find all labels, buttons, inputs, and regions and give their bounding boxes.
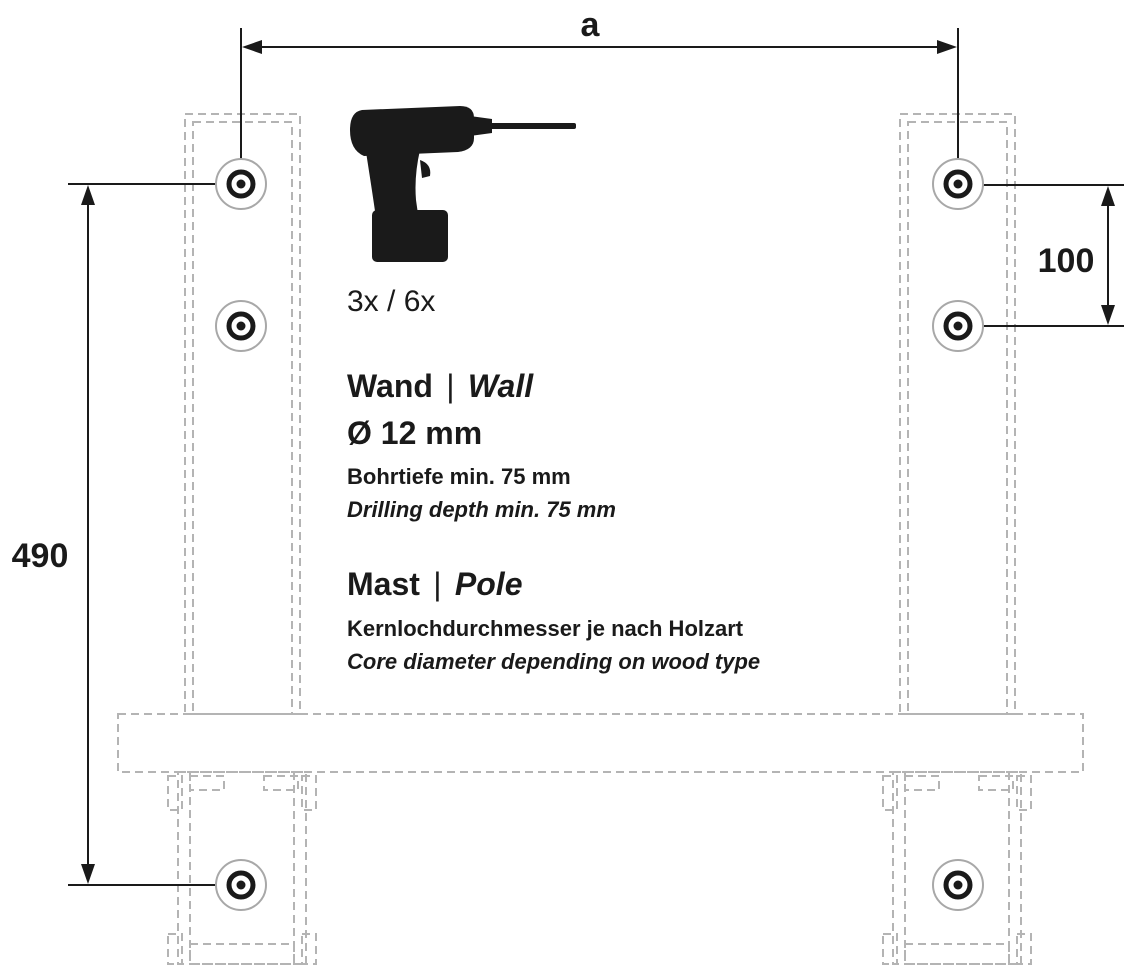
spacing-arrow-top	[1101, 186, 1115, 206]
right-upright-inner	[907, 121, 1008, 715]
pole-note-en: Core diameter depending on wood type	[347, 649, 760, 674]
bracket-outline	[117, 113, 1084, 965]
drill-hole	[215, 300, 267, 352]
drill-hole	[215, 158, 267, 210]
spacing-arrow-bottom	[1101, 305, 1115, 325]
wall-heading: Wand | Wall	[347, 368, 534, 404]
wall-diameter: Ø 12 mm	[347, 415, 482, 451]
wall-depth-en: Drilling depth min. 75 mm	[347, 497, 616, 522]
pole-separator: |	[424, 566, 450, 602]
width-arrow-left	[242, 40, 262, 54]
spacing-label: 100	[1038, 242, 1095, 280]
wall-title-en: Wall	[468, 368, 534, 404]
dimension-width: a	[240, 6, 959, 184]
pole-title: Mast	[347, 566, 420, 602]
pole-title-en: Pole	[455, 566, 523, 602]
drill-hole	[932, 300, 984, 352]
wall-depth-de: Bohrtiefe min. 75 mm	[347, 464, 571, 489]
pole-heading: Mast | Pole	[347, 566, 522, 602]
width-label: a	[581, 6, 601, 44]
crossbar	[117, 713, 1084, 773]
pole-note-de: Kernlochdurchmesser je nach Holzart	[347, 616, 744, 641]
drill-hole	[932, 859, 984, 911]
dimension-height: 490	[12, 183, 230, 886]
left-clamp	[167, 771, 317, 965]
right-clamp	[882, 771, 1032, 965]
wall-separator: |	[437, 368, 463, 404]
height-arrow-top	[81, 185, 95, 205]
width-arrow-right	[937, 40, 957, 54]
wall-title: Wand	[347, 368, 433, 404]
left-upright-inner	[192, 121, 293, 715]
drill-count-label: 3x / 6x	[347, 285, 435, 318]
height-arrow-bottom	[81, 864, 95, 884]
drill-hole	[932, 158, 984, 210]
dimension-spacing: 100	[970, 184, 1124, 327]
drill-icon	[350, 106, 576, 262]
height-label: 490	[12, 537, 69, 575]
drill-hole	[215, 859, 267, 911]
